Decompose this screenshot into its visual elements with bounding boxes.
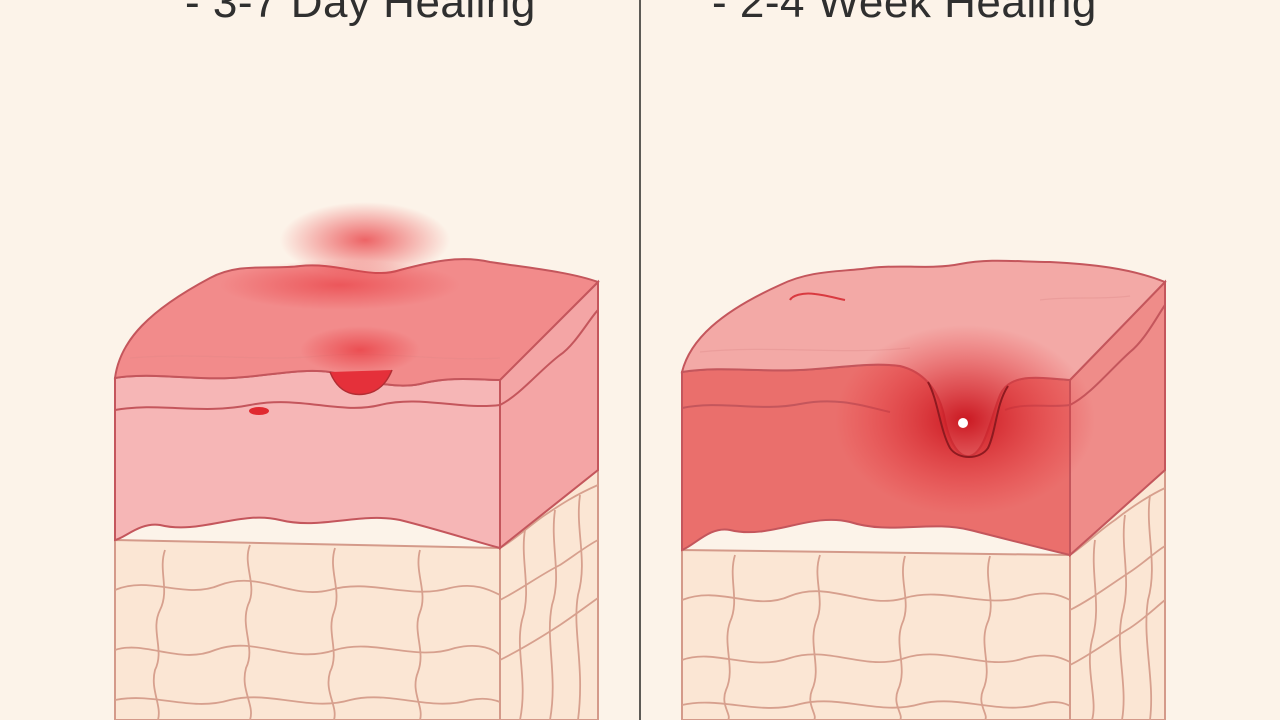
small-bleed-spot: [249, 407, 269, 415]
fat-layer: [114, 467, 599, 720]
superficial-skin-cross-section: [113, 202, 600, 720]
shallow-pocket-glow: [300, 326, 420, 374]
panel-divider: [639, 0, 641, 720]
deep-lesion-cavity: [927, 381, 1009, 458]
deep-skin-cross-section: [680, 259, 1167, 720]
surface-scratch: [789, 292, 846, 301]
right-panel-caption: - 2-4 Week Healing: [712, 0, 1097, 27]
left-panel: - 3-7 Day Healing: [113, 0, 600, 720]
left-panel-caption: - 3-7 Day Healing: [185, 0, 536, 27]
shallow-lesion: [329, 369, 393, 396]
surface-inflammation: [280, 202, 450, 278]
right-panel: - 2-4 Week Healing: [640, 0, 1280, 720]
fat-layer: [681, 467, 1166, 720]
surface-redness: [220, 260, 460, 310]
pus-core: [958, 418, 968, 428]
